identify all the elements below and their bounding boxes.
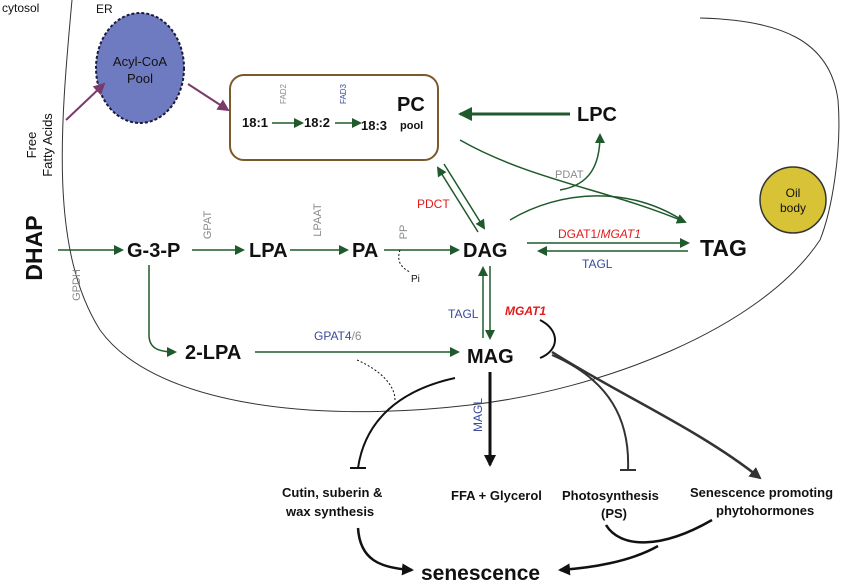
svg-text:GPDH: GPDH xyxy=(71,269,83,301)
mag-to-phytohormones-arrow xyxy=(551,350,762,480)
acyl-coa-pool-label: Pool xyxy=(127,71,153,86)
tagl-right-label: TAGL xyxy=(582,257,613,271)
phytohormones-label-2: phytohormones xyxy=(716,503,814,518)
ffa-to-acyl-coa-arrow xyxy=(65,82,106,121)
svg-text:GPAT: GPAT xyxy=(202,211,214,240)
svg-text:PP: PP xyxy=(398,225,410,240)
tagl-down-label: TAGL xyxy=(448,307,479,321)
pi-label: Pi xyxy=(411,274,420,285)
lpa-label: LPA xyxy=(249,240,288,262)
svg-text:DHAP: DHAP xyxy=(21,215,47,280)
gpat4-label: GPAT4/6 xyxy=(314,329,362,343)
acyl-coa-to-pc-arrow xyxy=(187,83,230,112)
dgat1-label: DGAT1/MGAT1 xyxy=(558,227,641,241)
pc-pool-label: pool xyxy=(400,120,423,132)
tag-label: TAG xyxy=(700,235,747,261)
acyl-coa-pool xyxy=(95,12,185,124)
pc-pool-box xyxy=(229,74,439,161)
pi-release-curve xyxy=(398,249,411,273)
gpat6-label: /6 xyxy=(352,329,362,343)
pdat-label: PDAT xyxy=(555,169,584,181)
svg-text:Free: Free xyxy=(24,132,39,159)
fa-18-2: 18:2 xyxy=(304,115,330,130)
gpat-label: GPAT xyxy=(202,211,214,240)
cutin-label: Cutin, suberin & xyxy=(282,485,382,500)
mgat1-label: MGAT1 xyxy=(505,304,546,318)
mag-inhibits-cutin xyxy=(357,377,456,469)
svg-text:Fatty Acids: Fatty Acids xyxy=(40,113,55,177)
oil-body-label: Oil xyxy=(786,186,801,200)
ffa-glycerol-label: FFA + Glycerol xyxy=(451,488,542,503)
pc-to-tag-arrow xyxy=(459,139,687,224)
fad3-label: FAD3 xyxy=(339,83,348,104)
er-membrane xyxy=(61,0,821,413)
cutin-label-2: wax synthesis xyxy=(285,504,374,519)
pc-to-dag-arrow xyxy=(443,163,486,230)
g3p-to-2lpa-arrow xyxy=(148,265,177,357)
gpdh-label: GPDH xyxy=(71,269,83,301)
pdat-to-lpc-arrow xyxy=(559,133,605,191)
oil-body xyxy=(759,166,827,234)
cutin-to-senescence-arrow xyxy=(356,527,414,576)
cytosol-label: cytosol xyxy=(2,1,39,15)
cytosol-boundary xyxy=(699,17,840,241)
phytohormones-label: Senescence promoting xyxy=(690,485,833,500)
dhap-label: DHAP xyxy=(21,215,47,280)
svg-text:LPAAT: LPAAT xyxy=(312,203,324,236)
fa-18-3: 18:3 xyxy=(361,118,387,133)
two-lpa-label: 2-LPA xyxy=(185,342,241,364)
lpaat-label: LPAAT xyxy=(312,203,324,236)
pa-label: PA xyxy=(352,240,378,262)
pc-label: PC xyxy=(397,94,425,116)
free-fatty-acids-label: Free Fatty Acids xyxy=(24,113,55,177)
ps-to-senescence-arrow xyxy=(560,518,713,570)
g3p-label: G-3-P xyxy=(127,240,180,262)
lpc-label: LPC xyxy=(577,104,617,126)
gpat-dotted-curve xyxy=(356,359,396,401)
fad2-label: FAD2 xyxy=(279,83,288,104)
pdct-label: PDCT xyxy=(417,197,450,211)
dag-to-pc-arrow xyxy=(436,166,479,233)
mag-label: MAG xyxy=(467,346,514,368)
dag-label: DAG xyxy=(463,240,507,262)
fa-18-1: 18:1 xyxy=(242,115,268,130)
oil-body-label-2: body xyxy=(780,201,806,215)
dag-to-tag-pdat-arc xyxy=(509,195,686,223)
acyl-coa-label: Acyl-CoA xyxy=(113,54,168,69)
photosynthesis-label: Photosynthesis xyxy=(562,488,659,503)
mgat1-inline-label: MGAT1 xyxy=(600,227,640,241)
mgat1-curve xyxy=(539,319,556,359)
photosynthesis-ps-label: (PS) xyxy=(601,506,627,521)
pp-label: PP xyxy=(398,225,410,240)
svg-text:MAGL: MAGL xyxy=(471,398,485,432)
magl-label: MAGL xyxy=(471,398,485,432)
er-label: ER xyxy=(96,2,113,16)
senescence-label: senescence xyxy=(421,562,540,585)
